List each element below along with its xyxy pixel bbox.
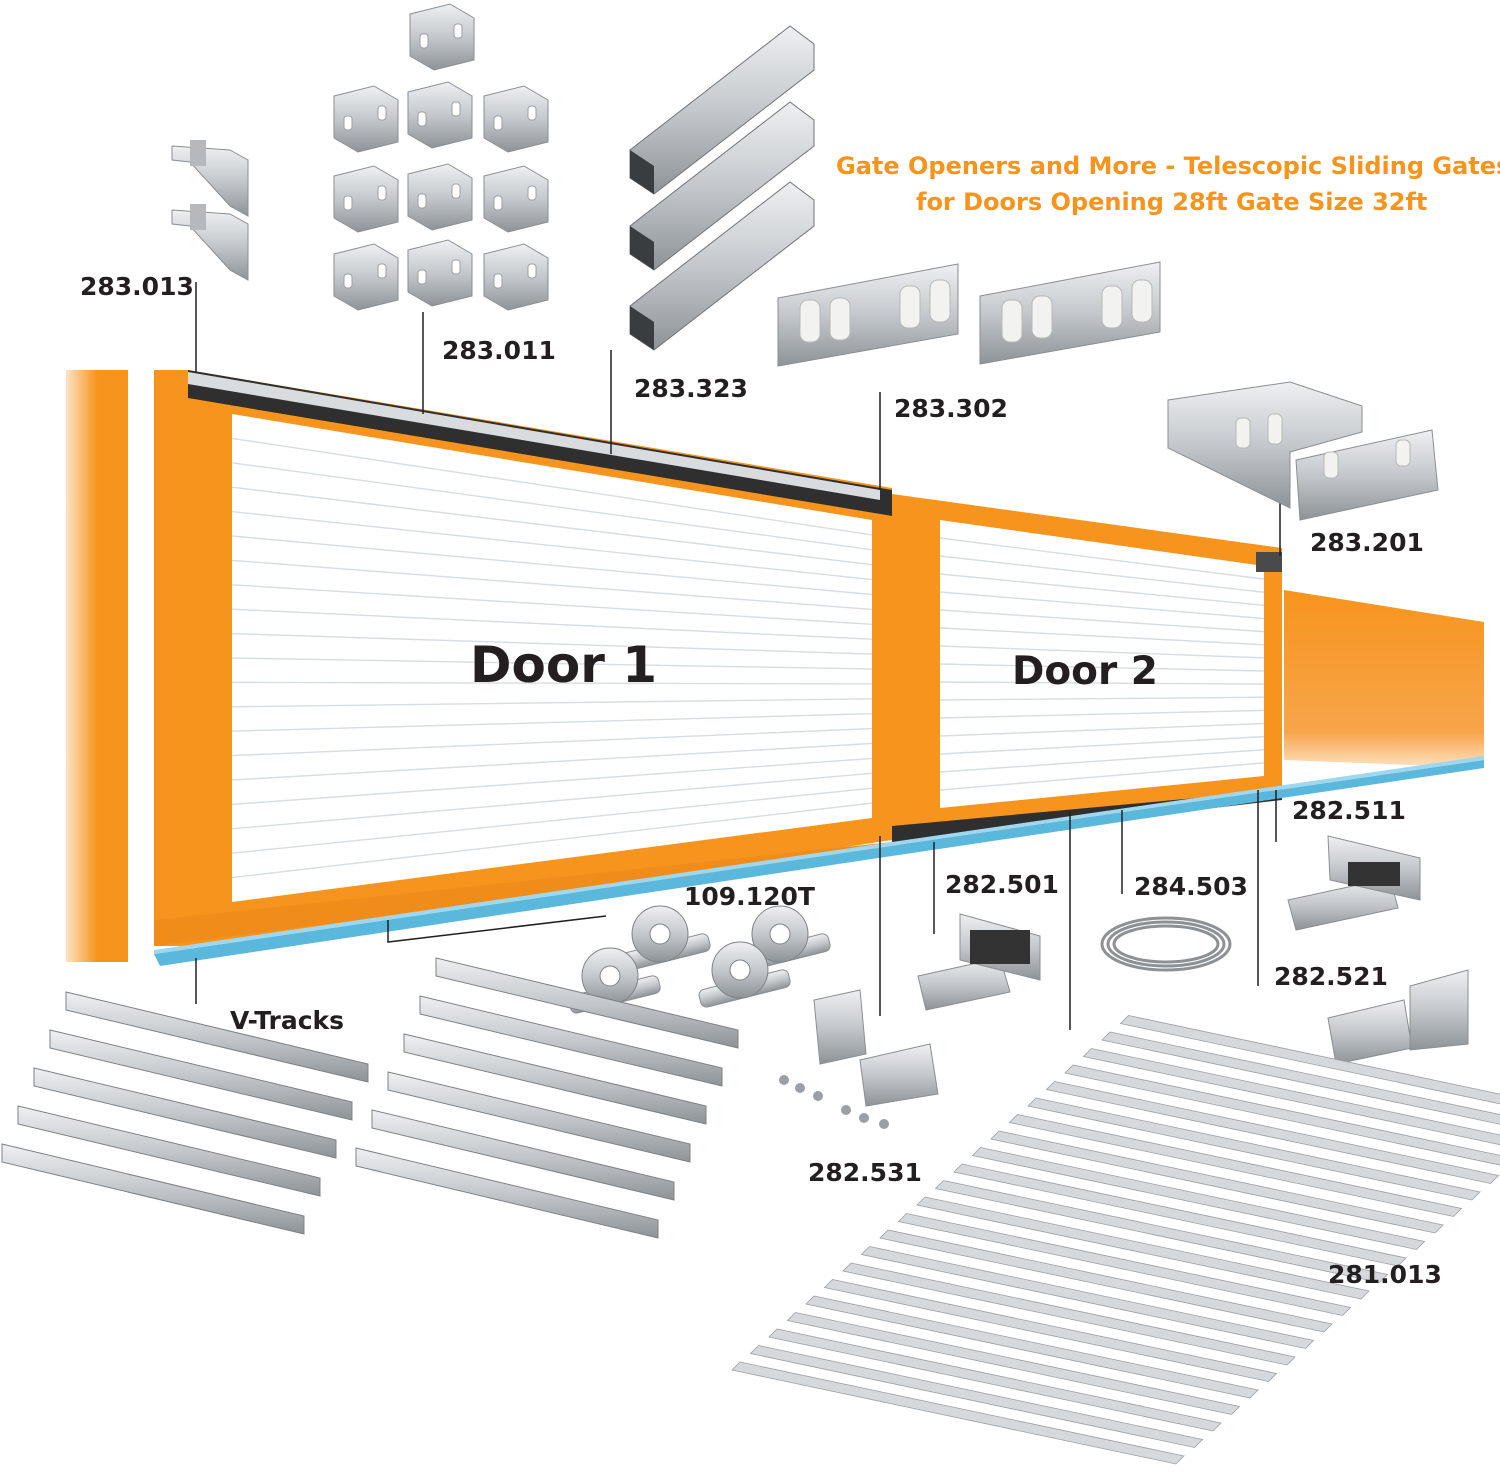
- part-283013-brackets: [172, 140, 248, 280]
- label-109120T: 109.120T: [684, 884, 815, 909]
- label-282511: 282.511: [1292, 798, 1406, 823]
- label-283302: 283.302: [894, 396, 1008, 421]
- part-282511-catcher: [1288, 836, 1420, 930]
- left-wall: [66, 370, 128, 962]
- v-track-rail: [18, 1106, 320, 1196]
- v-track-rail: [356, 1148, 658, 1238]
- part-283011-angle-brackets[interactable]: [334, 4, 548, 310]
- angle-bracket: [410, 4, 474, 70]
- v-track-rail: [388, 1072, 690, 1162]
- right-wall: [1284, 590, 1484, 768]
- label-283323: 283.323: [634, 376, 748, 401]
- part-281013-strips: [732, 1016, 1500, 1465]
- part-284503-cable: [1102, 918, 1230, 970]
- angle-bracket: [484, 166, 548, 232]
- angle-bracket: [408, 82, 472, 148]
- v-track-rail: [2, 1144, 304, 1234]
- label-283013: 283.013: [80, 274, 194, 299]
- angle-bracket: [334, 166, 398, 232]
- label-284503: 284.503: [1134, 874, 1248, 899]
- page-title: Gate Openers and More - Telescopic Slidi…: [836, 154, 1500, 178]
- label-282531: 282.531: [808, 1160, 922, 1185]
- angle-bracket: [408, 164, 472, 230]
- label-283011: 283.011: [442, 338, 556, 363]
- part-283302-roller-guides: [778, 262, 1160, 366]
- v-track-rail: [404, 1034, 706, 1124]
- label-v-tracks: V-Tracks: [230, 1008, 344, 1033]
- part-109120T-wheels: [568, 906, 832, 1014]
- part-282531-stoppers: [779, 990, 938, 1129]
- label-283201: 283.201: [1310, 530, 1424, 555]
- part-282501-end-catcher: [918, 914, 1040, 1010]
- angle-bracket: [408, 240, 472, 306]
- label-282521: 282.521: [1274, 964, 1388, 989]
- part-283201-guide-bracket: [1168, 382, 1438, 520]
- door-1-label: Door 1: [470, 640, 657, 690]
- v-track-rail: [50, 1030, 352, 1120]
- angle-bracket: [484, 86, 548, 152]
- label-281013: 281.013: [1328, 1262, 1442, 1287]
- v-track-rail: [34, 1068, 336, 1158]
- label-282501: 282.501: [945, 872, 1059, 897]
- angle-bracket: [484, 244, 548, 310]
- v-track-rail: [372, 1110, 674, 1200]
- page-subtitle: for Doors Opening 28ft Gate Size 32ft: [916, 190, 1427, 214]
- angle-bracket: [334, 86, 398, 152]
- angle-bracket: [334, 244, 398, 310]
- door-2-label: Door 2: [1012, 652, 1158, 691]
